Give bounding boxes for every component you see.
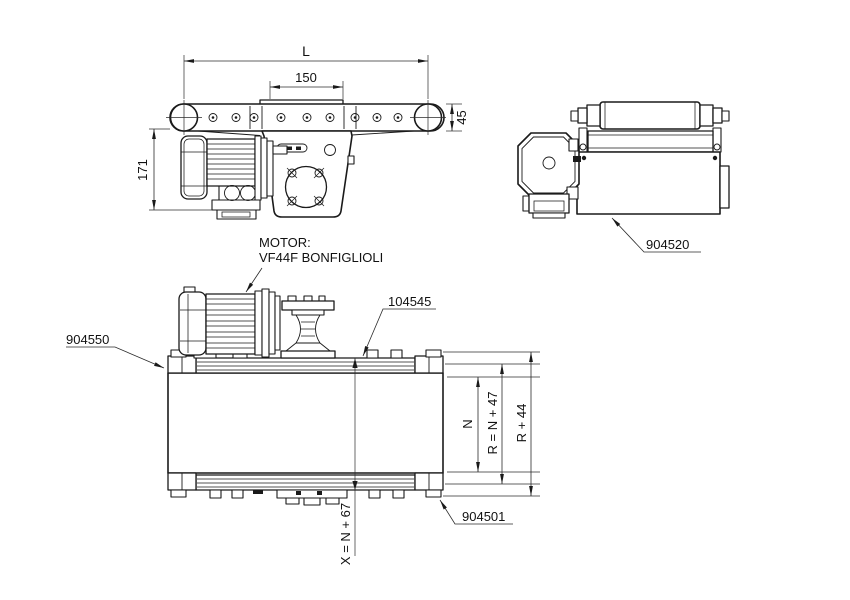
- part-label-104545: 104545: [388, 294, 431, 309]
- conveyor-body: [167, 372, 444, 474]
- dim-45: 45: [446, 103, 469, 132]
- plate-hole: [324, 144, 336, 156]
- motor-side: [180, 135, 288, 220]
- dim-label-150: 150: [295, 70, 317, 85]
- housing-side-tab: [719, 165, 730, 209]
- motor-fins: [206, 298, 255, 349]
- motor-fins: [207, 143, 255, 180]
- left-roller: [166, 100, 202, 135]
- housing-bolt: [581, 155, 587, 161]
- motor-shaft-stub: [272, 145, 288, 155]
- gear-port: [224, 185, 240, 201]
- gearbox-base: [280, 350, 336, 359]
- dim-R44: R + 44: [514, 351, 533, 497]
- motor-base-inner: [221, 211, 251, 218]
- motor-base-bracket: [211, 199, 261, 211]
- flange-plate: [266, 140, 274, 197]
- plan-view: N R = N + 47 R + 44 X = N + 67 904550 10…: [66, 235, 540, 565]
- motor-fin-body: [206, 138, 256, 187]
- dim-R-N47: R = N + 47: [485, 363, 504, 485]
- beam-holes: [208, 113, 403, 122]
- arrow-up: [352, 358, 358, 368]
- flange-plate: [254, 290, 263, 356]
- leader-904550: 904550: [66, 332, 165, 369]
- end-view: 904520: [517, 101, 730, 253]
- beam-taper-lines: [197, 130, 415, 136]
- center-bracket: [276, 489, 348, 499]
- rail-foot: [231, 489, 244, 499]
- motor-octagon-inner: [521, 136, 576, 194]
- flange-plate: [254, 135, 262, 201]
- dim-label-N: N: [460, 419, 475, 428]
- gearbox-top-flange: [281, 300, 335, 311]
- dim-label-R-N47: R = N + 47: [485, 392, 500, 455]
- roller-shaft-right: [721, 110, 730, 122]
- right-roller: [410, 100, 446, 135]
- bracket-tab: [285, 497, 300, 505]
- dim-X-N67: X = N + 67: [338, 358, 358, 565]
- top-roller: [570, 101, 730, 130]
- plate-bolt-circles: [286, 167, 325, 207]
- roller-cap-left: [586, 104, 601, 127]
- dim-label-45: 45: [454, 110, 469, 124]
- motor-note-line1: MOTOR:: [259, 235, 311, 250]
- rail-foot: [209, 489, 222, 499]
- roller-shaft-left: [570, 110, 579, 122]
- part-label-904520: 904520: [646, 237, 689, 252]
- dim-L: L: [183, 43, 429, 99]
- flange-plate: [268, 291, 276, 355]
- flange-plate: [261, 288, 270, 358]
- dim-label-R44: R + 44: [514, 404, 529, 443]
- roller-body: [599, 101, 701, 130]
- leader-904520: 904520: [611, 217, 701, 253]
- top-rail: [167, 349, 444, 374]
- dim-N: N: [460, 376, 480, 473]
- dim-label-171: 171: [135, 159, 150, 181]
- band-body: [587, 130, 714, 153]
- plate-side-lug: [347, 155, 355, 165]
- motor-end-face: [517, 132, 581, 219]
- motor-end-cap: [178, 291, 207, 356]
- motor-shaft-center: [542, 156, 556, 170]
- dim-right-extensions: [443, 351, 540, 497]
- leader-904501: 904501: [439, 499, 513, 525]
- dim-label-X-N67: X = N + 67: [338, 503, 353, 565]
- leader-104545: 104545: [362, 294, 436, 357]
- terminal-box: [528, 193, 570, 214]
- bracket-tab: [325, 497, 340, 505]
- rail-tab: [390, 349, 403, 359]
- motor-note: MOTOR: VF44F BONFIGLIOLI: [245, 235, 383, 293]
- dim-label-L: L: [302, 43, 310, 59]
- roller-cap-right: [699, 104, 714, 127]
- rail-foot: [392, 489, 405, 499]
- part-label-904501: 904501: [462, 509, 505, 524]
- part-label-904550: 904550: [66, 332, 109, 347]
- motor-fin-body: [205, 293, 256, 355]
- belt-band: [578, 127, 722, 153]
- motor-plan: [178, 286, 336, 359]
- flange-plate: [260, 137, 268, 199]
- motor-note-line2: VF44F BONFIGLIOLI: [259, 250, 383, 265]
- dim-171: 171: [135, 128, 212, 211]
- side-view: L 150 45 171: [135, 43, 469, 220]
- housing-box: [576, 151, 721, 215]
- bracket-tab: [303, 497, 321, 506]
- motor-end-cap-inner: [183, 138, 205, 197]
- flange-plate: [274, 295, 281, 351]
- bottom-rail: [167, 472, 444, 506]
- motor-end-cap: [180, 135, 208, 200]
- rail-foot: [368, 489, 381, 499]
- worm-gearbox: [280, 295, 336, 359]
- rail-tab: [366, 349, 379, 359]
- top-rail-bar: [195, 357, 416, 374]
- bottom-rail-bar: [195, 474, 416, 491]
- motor-base-lip: [216, 209, 257, 220]
- arrow-up: [352, 481, 358, 490]
- housing-bolt: [712, 155, 718, 161]
- dim-150: 150: [269, 70, 344, 99]
